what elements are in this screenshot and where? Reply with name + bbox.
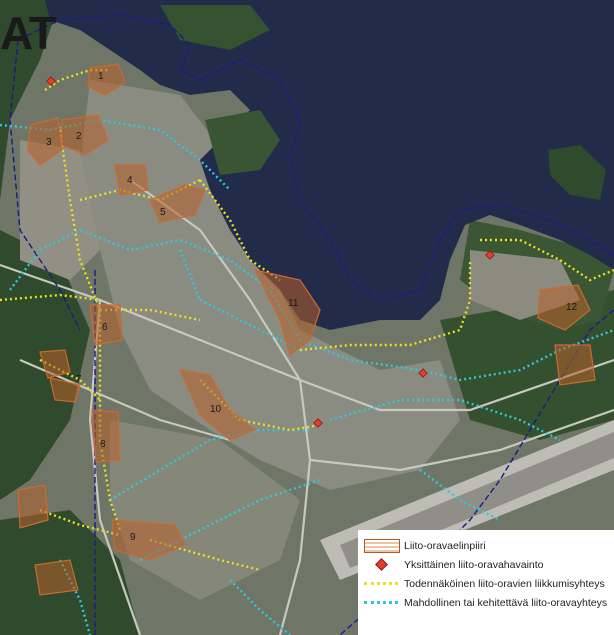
patch-label-1: 1 [98, 71, 104, 82]
patch-label-9: 9 [130, 532, 136, 543]
habitat-patch-7 [39, 349, 81, 403]
urban-area [20, 140, 100, 280]
map-title: AT [0, 7, 57, 59]
observation-marker [418, 368, 428, 378]
legend-label: Mahdollinen tai kehitettävä liito-oravay… [404, 596, 608, 609]
habitat-patch-8 [91, 409, 121, 463]
lake [45, 0, 614, 330]
habitat-patch-12 [537, 284, 596, 386]
observation-marker [46, 76, 56, 86]
habitat-patch-5 [149, 184, 206, 223]
observation-diamond-icon [375, 558, 388, 571]
observation-marker [313, 418, 323, 428]
patch-label-4: 4 [127, 175, 133, 186]
habitat-patch-3 [27, 117, 63, 166]
observation-marker [485, 250, 495, 260]
forest-area [440, 290, 614, 440]
island [548, 145, 606, 200]
legend-row-observation: Yksittäinen liito-oravahavainto [364, 555, 608, 574]
patch-label-8: 8 [100, 439, 106, 450]
habitat-patch-11 [253, 269, 321, 357]
legend-label: Todennäköinen liito-oravien liikkumisyht… [404, 577, 605, 590]
patch-labels: 1 2 3 4 5 6 7 8 9 10 11 12 [46, 71, 578, 543]
legend-row-possible: Mahdollinen tai kehitettävä liito-oravay… [364, 593, 608, 612]
patch-label-12: 12 [566, 302, 578, 313]
legend-row-probable: Todennäköinen liito-oravien liikkumisyht… [364, 574, 608, 593]
map-legend: Liito-oravaelinpiiri Yksittäinen liito-o… [358, 530, 614, 635]
peninsula [205, 110, 280, 175]
possible-link-line [364, 601, 398, 604]
legend-label: Yksittäinen liito-oravahavainto [404, 558, 544, 571]
habitat-patch-6 [89, 304, 123, 346]
legend-label: Liito-oravaelinpiiri [404, 539, 486, 552]
habitat-patches [17, 63, 596, 596]
patch-label-10: 10 [210, 404, 222, 415]
habitat-patch-1 [87, 63, 126, 96]
patch-label-7: 7 [76, 374, 82, 385]
habitat-patch-9 [111, 519, 186, 561]
habitat-area-swatch [364, 538, 400, 553]
probable-link-line [364, 582, 398, 585]
patch-label-2: 2 [76, 131, 82, 142]
habitat-patch-2 [61, 114, 109, 156]
habitat-patch-west [17, 484, 79, 596]
patch-label-11: 11 [288, 298, 299, 309]
patch-label-5: 5 [160, 207, 166, 218]
forest-area [0, 0, 60, 200]
habitat-patch-4 [114, 164, 149, 196]
legend-row-habitat: Liito-oravaelinpiiri [364, 536, 608, 555]
observations [46, 76, 495, 428]
island [160, 5, 270, 50]
patch-label-6: 6 [102, 322, 108, 333]
patch-label-3: 3 [46, 137, 52, 148]
habitat-patch-10 [178, 369, 257, 441]
